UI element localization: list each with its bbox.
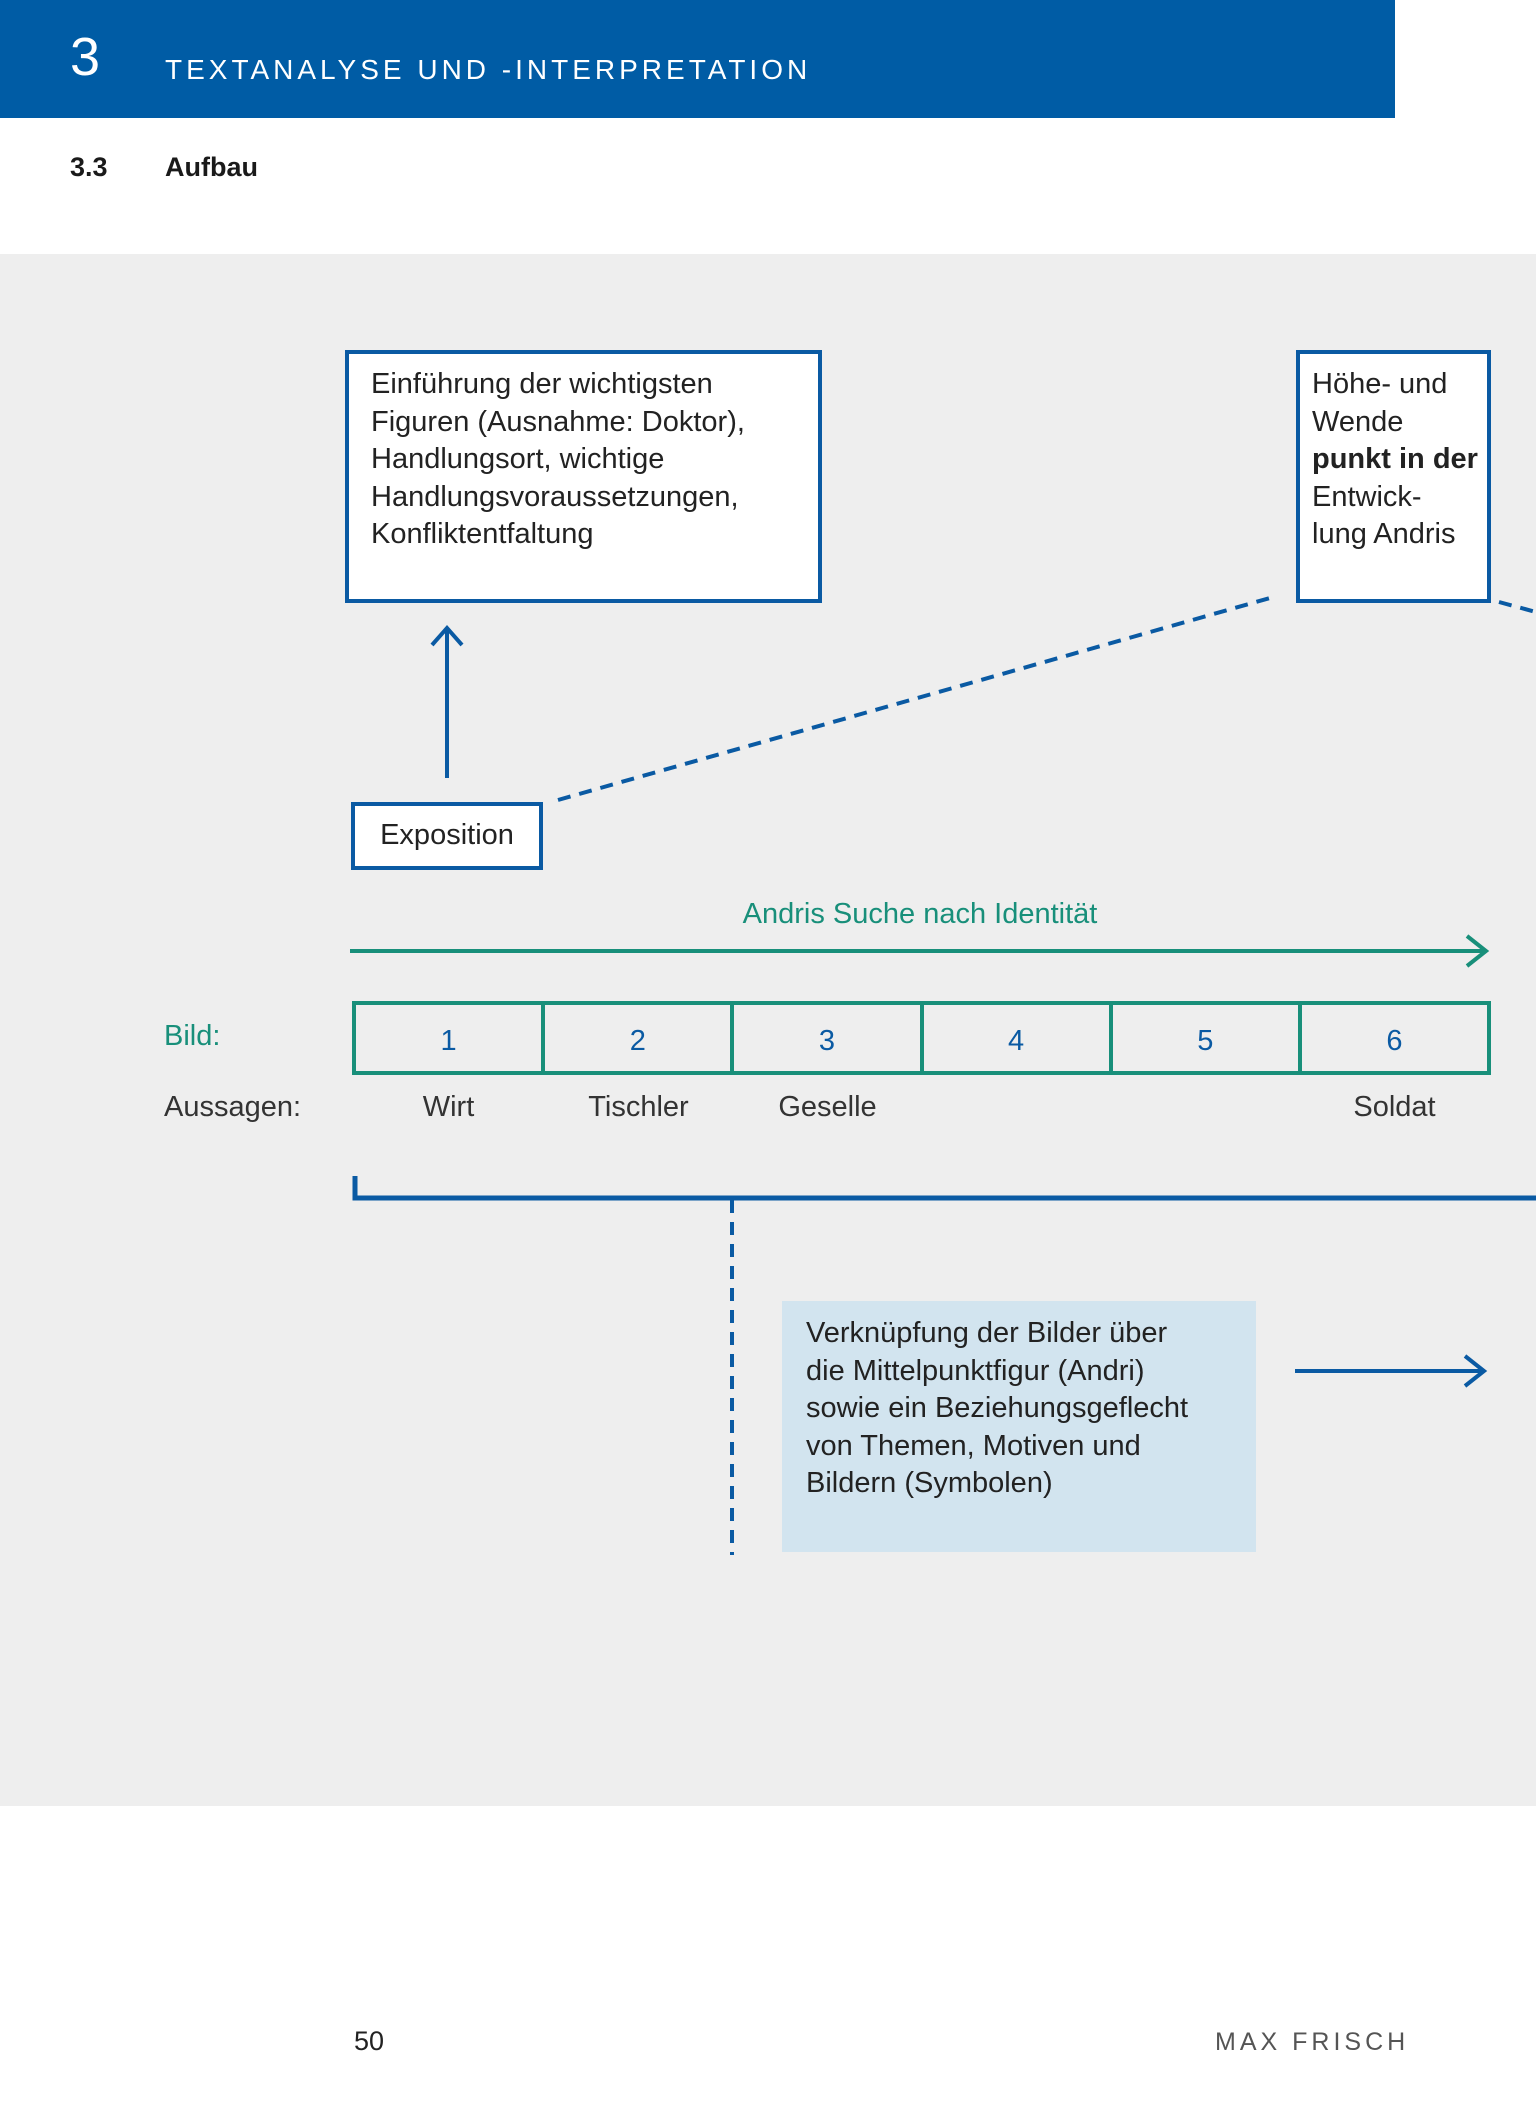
bild-cell: 4 [924,1005,1113,1071]
hoehepunkt-description-line: punkt in der [1312,443,1478,475]
section-number: 3.3 [70,152,108,182]
page-number: 50 [354,2026,385,2056]
aussagen-label: Aussagen: [164,1091,302,1123]
exposition-arrow-head [430,624,464,647]
chapter-title: TEXTANALYSE UND -INTERPRETATION [165,54,812,85]
bild-cell: 2 [545,1005,735,1071]
exposition-description-box: Einführung der wichtigsten Figuren (Ausn… [345,350,822,603]
exposition-label-box: Exposition [351,802,543,870]
exposition-description-line: Handlungsvoraussetzungen, [371,480,739,513]
hoehepunkt-description-line: Höhe- und [1312,368,1448,400]
aussage-label: Soldat [1353,1091,1436,1123]
bild-cell: 6 [1386,1024,1403,1057]
aussage-label: Tischler [588,1091,689,1123]
right-arrow-head [1463,1354,1488,1388]
hoehepunkt-description-line: Wende [1312,405,1404,438]
rising-dashed-line [557,596,1271,802]
section-title: Aufbau [165,152,258,182]
aussage-label: Wirt [422,1091,475,1123]
chapter-header-bar [0,0,1395,118]
bild-cell: 5 [1113,1005,1302,1071]
exposition-description-line: Einführung der wichtigsten [371,368,713,400]
chapter-number: 3 [70,27,101,87]
bild-number-row: 1 2 3 4 5 6 [352,1001,1491,1075]
bracket-line [352,1176,1536,1201]
aussage-label: Geselle [778,1091,877,1123]
hoehepunkt-description-line: Entwick- [1312,480,1422,513]
link-description-line: von Themen, Motiven und [806,1429,1141,1462]
exposition-label: Exposition [380,819,514,851]
hoehepunkt-description-line: lung Andris [1312,518,1456,550]
link-description-line: die Mittelpunktfigur (Andri) [806,1354,1145,1387]
bild-cell: 1 [356,1005,546,1071]
link-description-line: Verknüpfung der Bilder über [806,1317,1168,1349]
link-description-line: sowie ein Beziehungsgeflecht [806,1392,1189,1424]
exposition-description-line: Handlungsort, wichtige [371,443,665,475]
exposition-description-line: Konfliktentfaltung [371,518,594,550]
bild-cell: 3 [734,1005,924,1071]
hoehepunkt-description-box: Höhe- und Wende punkt in der Entwick- lu… [1296,350,1491,603]
exposition-description-line: Figuren (Ausnahme: Doktor), [371,405,745,438]
theme-arrow-head [1465,934,1490,968]
falling-dashed-line [1498,600,1536,614]
running-title: MAX FRISCH [1215,2028,1410,2056]
bild-label: Bild: [164,1020,221,1052]
link-description-box: Verknüpfung der Bilder über die Mittelpu… [782,1301,1256,1552]
link-description-line: Bildern (Symbolen) [806,1467,1053,1499]
theme-label: Andris Suche nach Identität [742,898,1098,930]
